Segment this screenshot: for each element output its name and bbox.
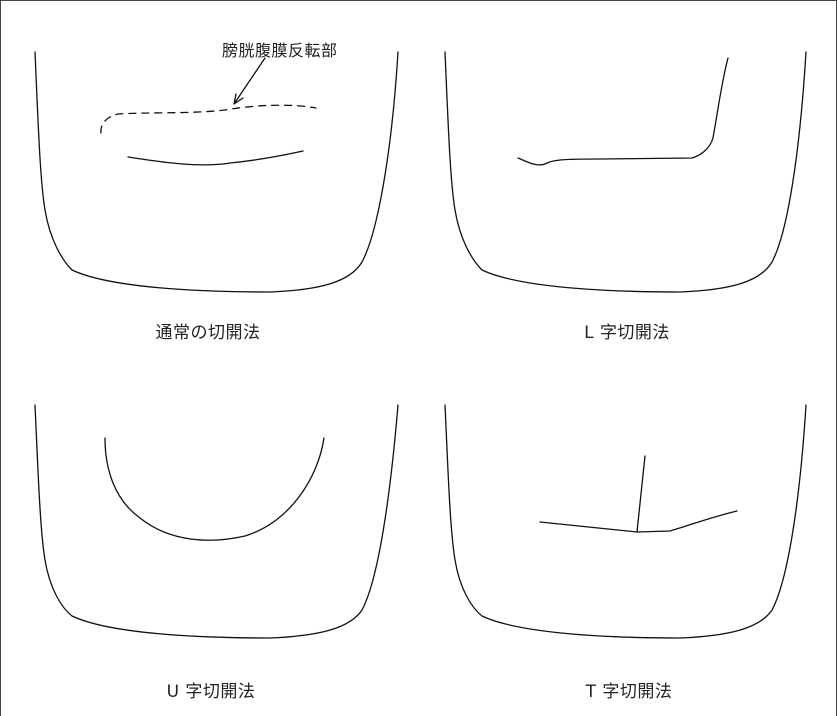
panel-l-shape (444, 51, 807, 293)
uterus-outline (34, 51, 399, 293)
incision-vertical-line (636, 455, 646, 533)
uterus-outline (34, 404, 399, 639)
peritoneal-reflection-label: 膀胱腹膜反転部 (222, 41, 338, 60)
annotation-arrow (233, 57, 266, 105)
caption-t-shape: T 字切開法 (585, 682, 673, 702)
caption-u-shape: U 字切開法 (166, 682, 256, 702)
panel-u-shape (34, 404, 399, 639)
incision-line (104, 437, 325, 541)
caption-normal: 通常の切開法 (155, 323, 261, 343)
panel-t-shape (444, 404, 807, 639)
incision-horizontal-line (539, 510, 738, 533)
peritoneal-reflection-line (100, 104, 317, 134)
caption-l-shape: L 字切開法 (584, 323, 670, 343)
incision-line (517, 57, 729, 166)
uterus-outline (444, 404, 807, 639)
incision-line (127, 150, 304, 166)
panel-normal (34, 51, 399, 293)
uterus-outline (444, 51, 807, 293)
